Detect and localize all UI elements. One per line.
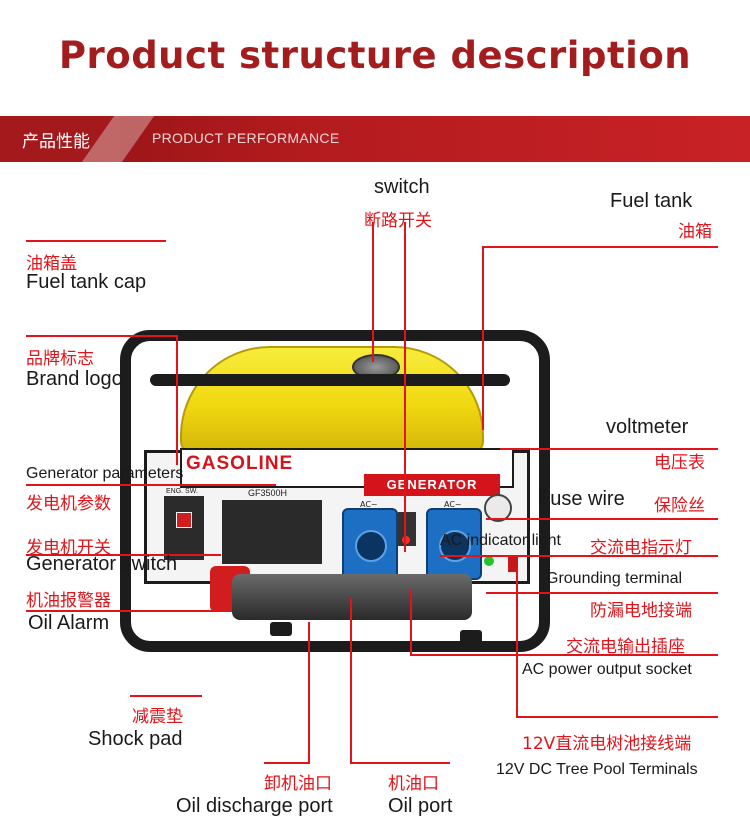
leader-dc-terminal — [516, 568, 518, 718]
leader-brand-logo — [26, 335, 176, 337]
leader-grounding — [486, 592, 718, 594]
generator-frame — [120, 330, 550, 652]
param-plate — [222, 500, 322, 564]
label-ac-output-en: AC power output socket — [522, 661, 692, 678]
leader-fuel-tank — [482, 246, 718, 248]
banner-title-en: PRODUCT PERFORMANCE — [152, 130, 340, 146]
label-grounding-en: Grounding terminal — [546, 570, 683, 587]
leader-fuel-tank-2 — [482, 246, 484, 430]
engine-switch[interactable] — [176, 512, 192, 528]
label-gen-switch-cn: 发电机开关 — [26, 538, 111, 558]
indicator-lamp-red — [402, 536, 410, 544]
label-oil-discharge-cn: 卸机油口 — [264, 774, 332, 794]
leader-oil-alarm — [26, 610, 221, 612]
leader-gen-switch — [26, 554, 221, 556]
ac-outlet-left[interactable] — [342, 508, 398, 580]
leader-fuse-wire — [486, 518, 718, 520]
leader-ac-indicator — [440, 555, 718, 557]
leader-oil-port — [350, 598, 352, 764]
label-shock-pad-en: Shock pad — [88, 728, 183, 750]
shock-pad-right — [460, 630, 482, 644]
engine-block — [232, 574, 472, 620]
label-fuse-wire-en: Fuse wire — [538, 488, 625, 510]
label-gen-params-en: Generator parameters — [26, 465, 184, 482]
label-gen-params-cn: 发电机参数 — [26, 494, 111, 514]
fuel-tank-body — [180, 346, 484, 455]
label-dc-terminal-en: 12V DC Tree Pool Terminals — [496, 761, 698, 778]
shock-pad-left — [270, 622, 292, 636]
leader-oil-discharge-2 — [264, 762, 310, 764]
model-number: GF3500H — [248, 488, 288, 498]
generator-badge: GENERATOR — [364, 474, 500, 496]
frame-bar — [150, 374, 510, 386]
leader-oil-discharge — [308, 622, 310, 762]
label-ac-indicator-cn: 交流电指示灯 — [590, 538, 692, 558]
label-oil-alarm-en: Oil Alarm — [28, 612, 110, 634]
section-banner: 产品性能 PRODUCT PERFORMANCE — [0, 116, 750, 162]
label-brand-logo-cn: 品牌标志 — [26, 349, 94, 369]
ac-outlet-right-label: AC~ — [444, 500, 462, 509]
leader-switch — [372, 222, 374, 362]
voltmeter-dial — [484, 494, 512, 522]
label-fuel-cap-en: Fuel tank cap — [26, 271, 147, 293]
leader-switch-2 — [404, 222, 406, 552]
engine-switch-box — [164, 496, 204, 560]
label-fuse-wire-cn: 保险丝 — [654, 496, 705, 516]
label-grounding-cn: 防漏电地接端 — [590, 601, 692, 621]
label-fuel-tank-en: Fuel tank — [610, 190, 693, 212]
label-gen-switch-en: Generator switch — [26, 553, 178, 575]
label-fuel-tank-cn: 油箱 — [678, 222, 712, 242]
label-oil-alarm-cn: 机油报警器 — [26, 591, 111, 611]
page-title: Product structure description — [58, 34, 692, 77]
label-fuel-cap-cn: 油箱盖 — [26, 254, 77, 274]
label-ac-indicator-en: AC indicator light — [440, 532, 561, 549]
leader-oil-port-2 — [350, 762, 450, 764]
label-brand-logo-en: Brand logo — [26, 368, 123, 390]
label-oil-port-en: Oil port — [388, 795, 453, 817]
label-oil-discharge-en: Oil discharge port — [176, 795, 333, 817]
label-voltmeter-cn: 电压表 — [654, 453, 705, 473]
label-shock-pad-cn: 减震垫 — [132, 707, 183, 727]
leader-gen-params — [26, 484, 276, 486]
leader-ac-output-2 — [410, 590, 412, 654]
label-voltmeter-en: voltmeter — [606, 416, 689, 438]
label-ac-output-cn: 交流电输出插座 — [566, 637, 685, 657]
ac-outlet-left-label: AC~ — [360, 500, 378, 509]
label-switch-cn: 断路开关 — [364, 211, 432, 231]
generator-illustration: GASOLINE GENERATOR GF3500H ENG. SW. AC~ … — [120, 330, 550, 660]
leader-ac-output — [410, 654, 718, 656]
label-switch-en: switch — [374, 176, 430, 198]
label-dc-terminal-cn: 12V直流电树池接线端 — [522, 734, 692, 754]
label-oil-port-cn: 机油口 — [388, 774, 439, 794]
brand-logo-text: GASOLINE — [186, 453, 294, 474]
leader-voltmeter — [500, 448, 718, 450]
leader-brand-logo-2 — [176, 335, 178, 465]
ac-indicator-lamp — [484, 556, 494, 566]
leader-fuel-cap — [26, 240, 166, 242]
engine-switch-label: ENG. SW. — [166, 488, 198, 495]
dc-terminal-red — [508, 556, 518, 572]
banner-title-cn: 产品性能 — [22, 132, 90, 152]
leader-shock-pad — [130, 695, 202, 697]
leader-dc-terminal-2 — [516, 716, 718, 718]
